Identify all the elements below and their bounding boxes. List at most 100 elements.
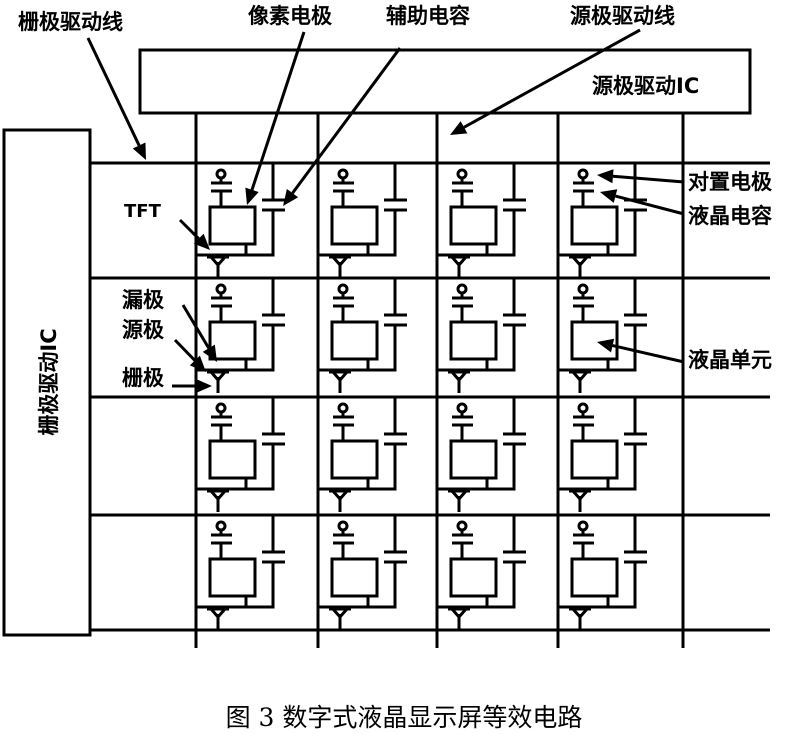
counter-electrode-icon — [215, 402, 227, 414]
lc-capacitor-icon — [333, 530, 354, 559]
tft-icon — [569, 607, 591, 630]
counter-electrode-icon — [337, 520, 349, 532]
gate-line-arrow-line — [86, 37, 141, 147]
source-arrow-head — [189, 355, 206, 372]
pixel-cell — [437, 397, 526, 512]
source-driver-ic-label: 源极驱动IC — [592, 74, 700, 98]
figure-caption: 图 3 数字式液晶显示屏等效电路 — [225, 703, 583, 732]
aux-capacitor-arrow-line — [291, 47, 402, 195]
counter-electrode-icon — [456, 283, 468, 295]
label-aux-capacitor: 辅助电容 — [386, 4, 470, 28]
tft-icon — [329, 370, 351, 393]
pixel-electrode-arrow-line — [250, 31, 306, 191]
tft-icon — [448, 370, 470, 393]
pixel-cell — [437, 163, 526, 278]
counter-electrode-icon — [337, 402, 349, 414]
lc-capacitor-icon — [452, 178, 473, 207]
lc-cell-box — [208, 557, 257, 598]
counter-electrode-arrow-line — [612, 174, 685, 184]
lc-cell-arrow-head — [597, 338, 615, 353]
gate-arrow-head — [196, 379, 212, 393]
lc-capacitor-arrow-head — [600, 189, 618, 203]
lc-capacitor-icon — [452, 293, 473, 322]
counter-electrode-icon — [456, 402, 468, 414]
tft-icon — [329, 607, 351, 630]
tft-icon — [207, 255, 229, 278]
aux-capacitor-icon — [318, 397, 407, 491]
lc-cell-arrow-line — [612, 344, 685, 364]
counter-electrode-icon — [577, 520, 589, 532]
counter-electrode-icon — [577, 168, 589, 180]
source-line-arrow-head — [450, 121, 468, 135]
tft-icon — [448, 489, 470, 512]
lc-capacitor-icon — [452, 530, 473, 559]
lc-cell-box — [330, 439, 379, 480]
lc-capacitor-arrow-line — [615, 194, 685, 216]
aux-capacitor-icon — [437, 515, 526, 609]
counter-electrode-icon — [337, 168, 349, 180]
aux-capacitor-icon — [437, 397, 526, 491]
pixel-cell — [318, 397, 407, 512]
lc-cell-box — [449, 439, 498, 480]
lc-cell-box — [330, 557, 379, 598]
lc-capacitor-icon — [333, 412, 354, 441]
counter-electrode-arrow-head — [597, 169, 614, 184]
pixel-cell — [196, 163, 285, 278]
label-gate-drive-line: 栅极驱动线 — [18, 10, 123, 34]
lc-capacitor-icon — [211, 178, 232, 207]
drain-arrow-line — [181, 304, 211, 350]
counter-electrode-icon — [337, 283, 349, 295]
tft-icon — [569, 370, 591, 393]
lc-cell-box — [570, 557, 619, 598]
tft-icon — [329, 255, 351, 278]
lc-cell-box — [208, 439, 257, 480]
lc-cell-box — [208, 320, 257, 361]
lc-capacitor-icon — [333, 178, 354, 207]
gate-line-arrow-head — [132, 142, 146, 160]
pixel-cell — [196, 515, 285, 630]
aux-capacitor-arrow-head — [283, 188, 299, 206]
label-lc-capacitor: 液晶电容 — [688, 204, 772, 228]
pixel-cell — [318, 163, 407, 278]
tft-icon — [329, 489, 351, 512]
pixel-cell — [196, 397, 285, 512]
gate-driver-ic-label: 栅极驱动IC — [37, 328, 61, 436]
aux-capacitor-icon — [196, 278, 285, 372]
counter-electrode-icon — [215, 520, 227, 532]
pixel-cell — [318, 515, 407, 630]
aux-capacitor-icon — [196, 163, 285, 257]
counter-electrode-icon — [456, 168, 468, 180]
aux-capacitor-icon — [558, 515, 647, 609]
source-line-arrow-line — [463, 28, 641, 129]
lc-cell-box — [570, 439, 619, 480]
tft-icon — [448, 255, 470, 278]
pixel-cell — [558, 163, 647, 278]
label-tft: TFT — [124, 201, 161, 222]
gate-driver-ic-box — [2, 128, 92, 637]
tft-icon — [207, 370, 229, 393]
label-counter-electrode: 对置电极 — [688, 170, 772, 194]
tft-icon — [569, 489, 591, 512]
drain-arrow-head — [202, 344, 217, 362]
aux-capacitor-icon — [558, 278, 647, 372]
aux-capacitor-icon — [196, 515, 285, 609]
lc-capacitor-icon — [333, 293, 354, 322]
label-gate: 栅极 — [122, 366, 164, 390]
lc-cell-box — [208, 205, 257, 246]
pixel-cell — [437, 278, 526, 393]
source-arrow-line — [173, 338, 196, 362]
pixel-cell — [558, 278, 647, 393]
tft-arrow-head — [193, 233, 210, 250]
tft-arrow-line — [178, 218, 200, 240]
counter-electrode-icon — [577, 283, 589, 295]
aux-capacitor-icon — [437, 163, 526, 257]
aux-capacitor-icon — [196, 397, 285, 491]
lc-cell-box — [449, 320, 498, 361]
pixel-cell — [318, 278, 407, 393]
tft-icon — [207, 489, 229, 512]
aux-capacitor-icon — [437, 278, 526, 372]
counter-electrode-icon — [456, 520, 468, 532]
lc-cell-box — [570, 320, 619, 361]
lc-capacitor-icon — [211, 412, 232, 441]
